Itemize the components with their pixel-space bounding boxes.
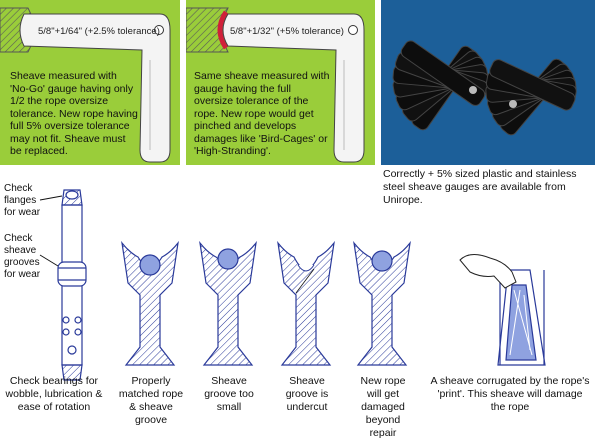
caption-groove-too-small: Sheave groove too small [204, 375, 254, 413]
rope [371, 250, 393, 272]
new-rope-damaged-diagram [353, 240, 411, 366]
sheave-side-section [57, 189, 87, 381]
gauge-size-label: 5/8"+1/32" (+5% tolerance) [230, 26, 344, 37]
check-arrows [39, 195, 63, 267]
full-tolerance-gauge-panel: 5/8"+1/32" (+5% tolerance) Same sheave m… [186, 0, 375, 165]
caption-new-rope-damaged: New rope will get damaged beyond repair [360, 375, 406, 439]
right-gauge-fan [485, 58, 577, 136]
caption-properly-matched: Properly matched rope & sheave groove [118, 375, 184, 426]
panel-description: Sheave measured with 'No-Go' gauge havin… [10, 70, 138, 157]
gauge-hole [348, 25, 358, 35]
caption-groove-undercut: Sheave groove is undercut [285, 375, 329, 413]
check-flanges-label: Check flanges for wear [4, 183, 41, 218]
hand-icon [459, 254, 517, 289]
check-grooves-label: Check sheave grooves for wear [4, 233, 41, 280]
rope [139, 254, 161, 276]
no-go-gauge-panel: 5/8"+1/64" (+2.5% tolerance) Sheave meas… [0, 0, 180, 165]
full-tolerance-gauge-illustration [186, 7, 365, 163]
gauge-availability-note: Correctly + 5% sized plastic and stainle… [383, 168, 577, 206]
panel-description: Same sheave measured with gauge having t… [194, 70, 330, 157]
groove-too-small-diagram [199, 240, 257, 366]
properly-matched-diagram [121, 240, 179, 366]
gauge-fans-illustration [392, 40, 577, 136]
gauge-hole [154, 25, 164, 35]
no-go-gauge-illustration [0, 7, 171, 163]
corrugated-sheave-diagram [459, 254, 546, 366]
gauge-set-photo [381, 0, 595, 165]
caption-corrugated-sheave: A sheave corrugated by the rope's 'print… [430, 375, 590, 413]
gauge-size-label: 5/8"+1/64" (+2.5% tolerance) [38, 26, 160, 37]
rope [217, 248, 239, 270]
groove-undercut-diagram [277, 240, 335, 366]
left-gauge-fan [392, 40, 489, 131]
caption-bearings: Check bearings for wobble, lubrication &… [5, 375, 103, 413]
